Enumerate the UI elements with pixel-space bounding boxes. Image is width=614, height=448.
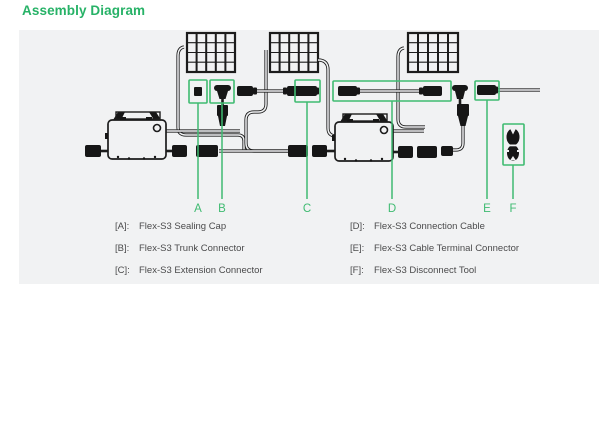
- inverter2-right-connector: [398, 146, 413, 158]
- legend-item-key: [D]:: [350, 221, 365, 232]
- cable-terminal-connector: [477, 85, 498, 95]
- diagram-panel: A B C D E F [A]: Flex-S3 Sealing Cap [B]: Flex-S…: [19, 30, 599, 284]
- component-letter-c: C: [302, 203, 312, 215]
- legend-item: [B]: Flex-S3 Trunk Connector: [115, 243, 263, 254]
- microinverter-2: [288, 113, 453, 162]
- legend-item: [F]: Flex-S3 Disconnect Tool: [350, 265, 519, 276]
- drop-cable-2: [244, 50, 288, 153]
- inverter2-mating-connector: [288, 145, 308, 157]
- terminal-drop-connector: [457, 99, 469, 126]
- microinverter-1: [85, 111, 218, 160]
- component-letter-a: A: [194, 203, 202, 215]
- legend-item: [D]: Flex-S3 Connection Cable: [350, 221, 519, 232]
- solar-panel-3: [406, 31, 460, 74]
- legend-item-label: Flex-S3 Cable Terminal Connector: [374, 243, 520, 254]
- trunk-components: [194, 85, 498, 126]
- component-letter-d: D: [387, 203, 397, 215]
- legend-item-key: [E]:: [350, 243, 365, 254]
- trunk-connector-2: [452, 85, 468, 99]
- legend-item-key: [F]:: [350, 265, 364, 276]
- legend-item-key: [A]:: [115, 221, 130, 232]
- component-letter-b: B: [218, 203, 226, 215]
- component-letter-e: E: [483, 203, 491, 215]
- solar-panel-2: [268, 31, 320, 74]
- component-letters: A B C D E F: [19, 202, 599, 216]
- inverter1-mating-connector: [196, 145, 218, 157]
- legend-item: [C]: Flex-S3 Extension Connector: [115, 265, 263, 276]
- legend-item-label: Flex-S3 Extension Connector: [139, 265, 263, 276]
- solar-panel-1: [185, 31, 237, 74]
- legend-item-key: [B]:: [115, 243, 130, 254]
- legend-item-label: Flex-S3 Connection Cable: [374, 221, 485, 232]
- inverter1-right-connector: [172, 145, 187, 157]
- page-title: Assembly Diagram: [22, 3, 146, 18]
- legend-item-label: Flex-S3 Disconnect Tool: [374, 265, 477, 276]
- assembly-diagram-figure: [85, 31, 540, 199]
- legend-item: [A]: Flex-S3 Sealing Cap: [115, 221, 263, 232]
- trunk-connector: [214, 85, 231, 99]
- inverter2-left-connector: [312, 145, 327, 157]
- component-letter-f: F: [509, 203, 517, 215]
- connection-cable: [338, 86, 442, 96]
- legend-item-label: Flex-S3 Sealing Cap: [139, 221, 227, 232]
- inverter1-left-connector: [85, 145, 101, 157]
- legend-column-left: [A]: Flex-S3 Sealing Cap [B]: Flex-S3 Trunk…: [115, 221, 263, 287]
- extension-connector: [299, 86, 319, 96]
- disconnect-tool: [506, 128, 520, 161]
- legend-column-right: [D]: Flex-S3 Connection Cable [E]: Flex-S3 …: [350, 221, 519, 287]
- sealing-cap: [194, 87, 202, 96]
- leader-lines: [197, 100, 514, 199]
- legend-item: [E]: Flex-S3 Cable Terminal Connector: [350, 243, 520, 254]
- legend-item-key: [C]:: [115, 265, 130, 276]
- legend-item-label: Flex-S3 Trunk Connector: [139, 243, 245, 254]
